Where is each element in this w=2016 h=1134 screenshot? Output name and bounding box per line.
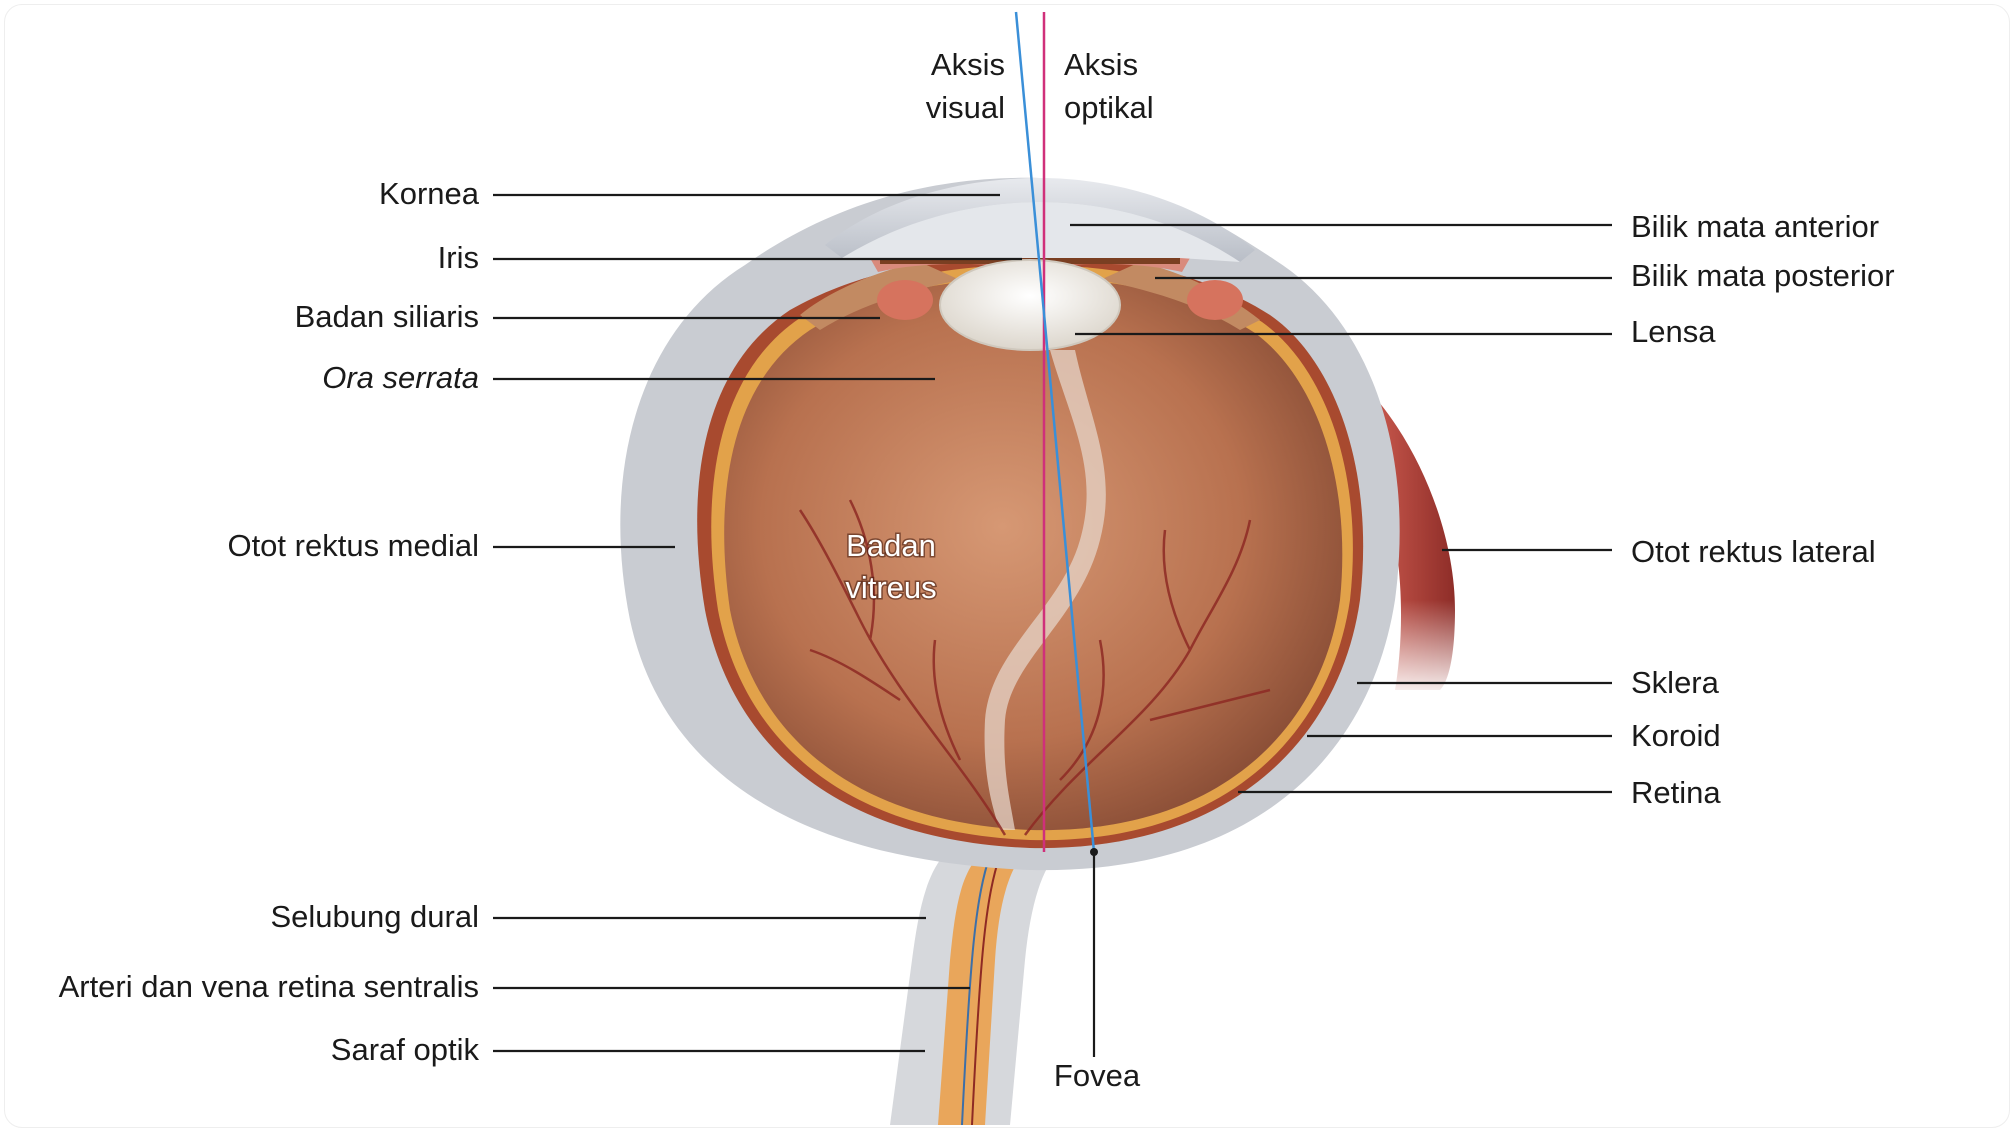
anterior-chamber [842, 202, 1240, 262]
kornea-label: Kornea [379, 176, 480, 211]
retinal-vessels [798, 499, 1271, 836]
visual-axis-label-2: visual [926, 90, 1005, 125]
optical-axis-label-2: optikal [1064, 90, 1154, 125]
selubung-dural-label: Selubung dural [270, 899, 479, 934]
bilik-posterior-label: Bilik mata posterior [1631, 258, 1895, 293]
vitreus-label-2: vitreus [845, 570, 936, 605]
sklera-label: Sklera [1631, 665, 1720, 700]
bilik-anterior-label: Bilik mata anterior [1631, 209, 1879, 244]
vitreus-label-1: Badan [846, 528, 936, 563]
cornea [825, 178, 1255, 262]
optical-axis-label-1: Aksis [1064, 47, 1138, 82]
optic-nerve [890, 838, 1060, 1126]
visual-axis-line [1014, 11, 1096, 853]
hyaloid-canal [984, 350, 1106, 830]
vitreous-body [724, 278, 1343, 831]
arteri-vena-label: Arteri dan vena retina sentralis [59, 969, 479, 1004]
retina-label: Retina [1631, 775, 1721, 810]
otot-rektus-medial-label: Otot rektus medial [227, 528, 479, 563]
ora-serrata-label: Ora serrata [322, 360, 479, 395]
ciliary-body [800, 262, 1260, 330]
lensa-label: Lensa [1631, 314, 1716, 349]
lens [939, 259, 1121, 351]
badan-siliaris-label: Badan siliaris [295, 299, 479, 334]
visual-axis-label-1: Aksis [931, 47, 1005, 82]
iris-label: Iris [438, 240, 479, 275]
fovea-marker [1090, 848, 1098, 856]
fovea-label: Fovea [1054, 1058, 1141, 1093]
otot-rektus-lateral-label: Otot rektus lateral [1631, 534, 1876, 569]
koroid-label: Koroid [1631, 718, 1721, 753]
saraf-optik-label: Saraf optik [331, 1032, 480, 1067]
